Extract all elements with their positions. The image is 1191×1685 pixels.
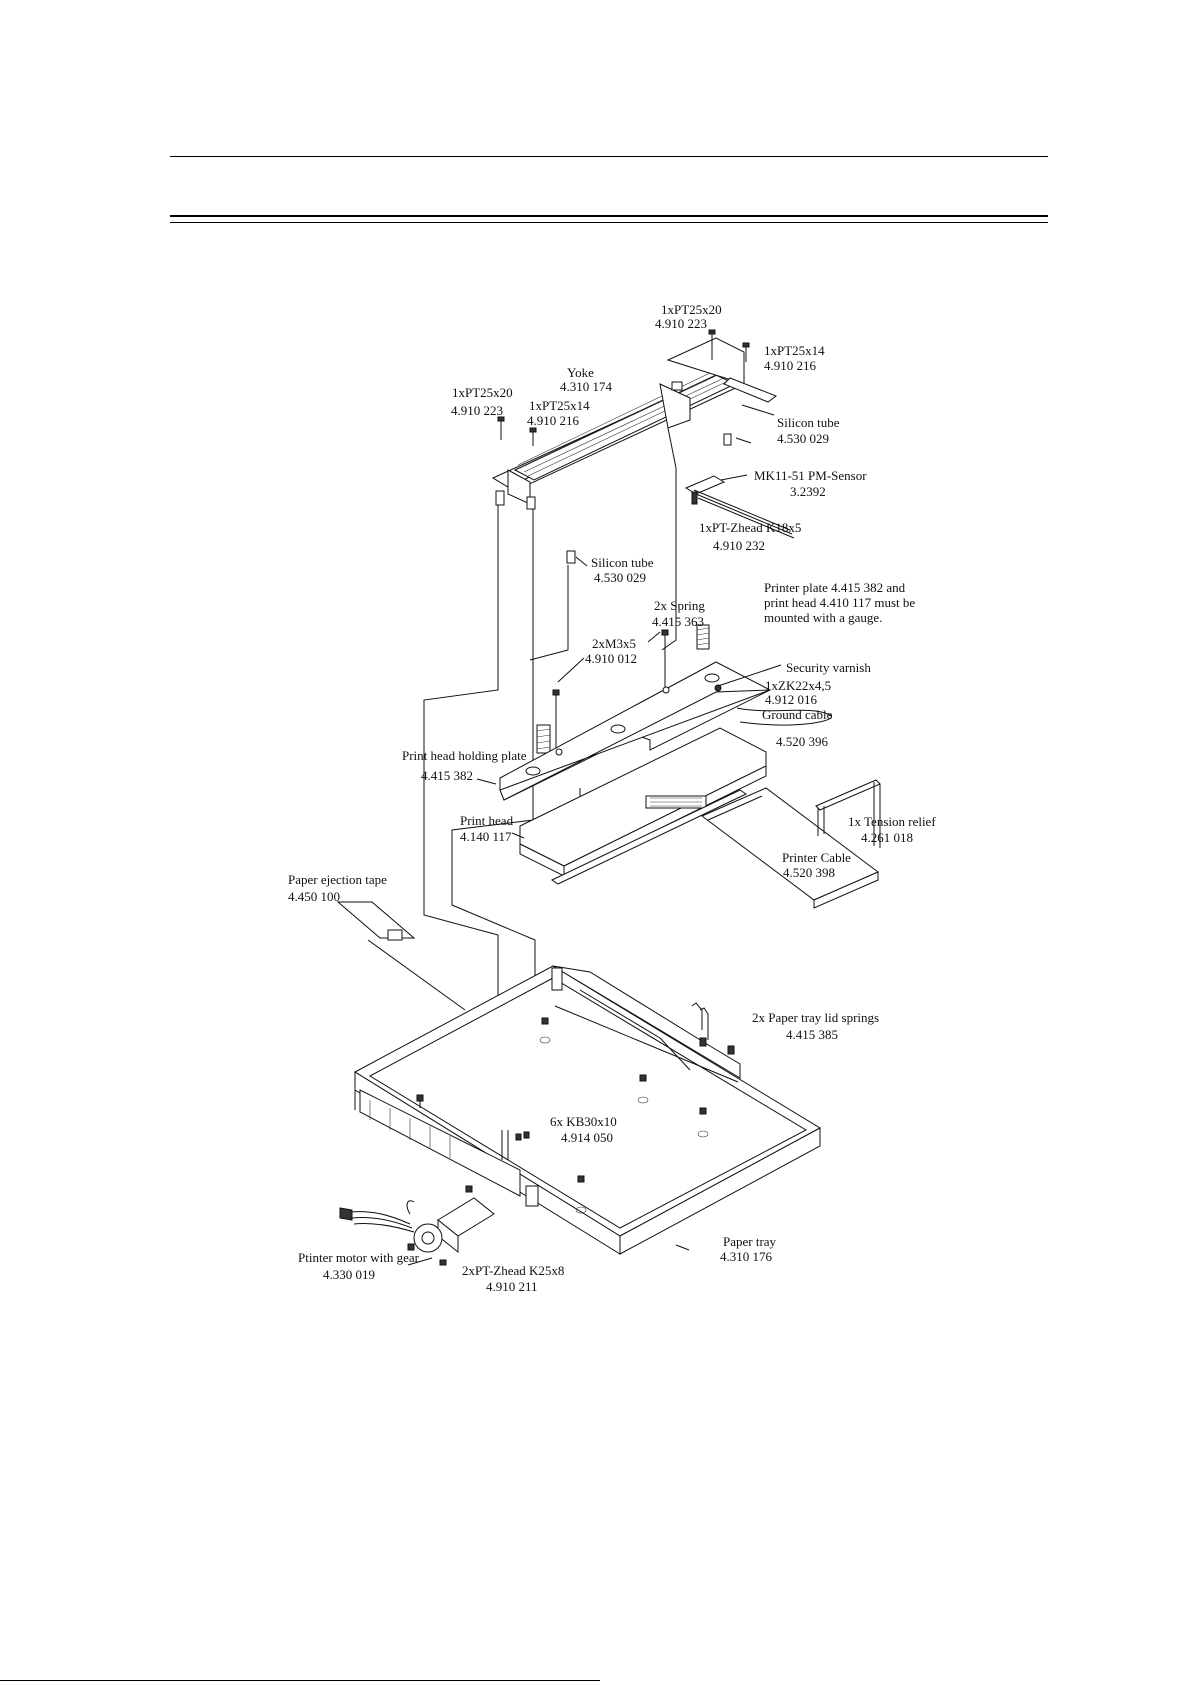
screw-pt25x20-top [708,329,716,360]
screw-pt25x14-left [529,427,537,446]
label-motor-number: 4.330 019 [323,1267,375,1282]
label-ejection-tape-number: 4.450 100 [288,889,340,904]
label-printer-cable-number: 4.520 398 [783,865,835,880]
print-head-holding-plate [499,661,772,810]
note-line-3: mounted with a gauge. [764,610,882,625]
spring-right [696,624,710,650]
label-kb30-code: 6x KB30x10 [550,1114,617,1129]
screw-m3x5-a [661,629,669,690]
label-yoke-number: 4.310 174 [560,379,613,394]
label-zhead-k18-number: 4.910 232 [713,538,765,553]
screw-pt25x14-top [742,342,750,362]
label-security-varnish: Security varnish [786,660,871,675]
label-m3x5-number: 4.910 012 [585,651,637,666]
label-ground-cable-number: 4.520 396 [776,734,829,749]
label-pt25x14-left-number: 4.910 216 [527,413,580,428]
label-lid-springs-name: 2x Paper tray lid springs [752,1010,879,1025]
screw-pt25x20-left [497,416,505,440]
print-head [519,727,767,885]
label-silicon-tube-top-number: 4.530 029 [777,431,829,446]
printer-cable [701,787,879,909]
ground-cable [736,707,833,726]
header-rule-double-b [170,222,1048,223]
label-pt25x20-left-code: 1xPT25x20 [452,385,513,400]
label-lid-springs-number: 4.415 385 [786,1027,838,1042]
label-pt25x20-top-code: 1xPT25x20 [661,302,722,317]
label-tension-relief-number: 4.261 018 [861,830,913,845]
footer-rule [0,1680,600,1681]
header-rule-top [170,156,1048,157]
label-paper-tray-name: Paper tray [723,1234,777,1249]
label-holding-plate-name: Print head holding plate [402,748,527,763]
label-tension-relief-code: 1x Tension relief [848,814,936,829]
label-m3x5-code: 2xM3x5 [592,636,636,651]
label-ejection-tape-name: Paper ejection tape [288,872,387,887]
label-print-head-name: Print head [460,813,514,828]
label-silicon-tube-mid-number: 4.530 029 [594,570,646,585]
label-motor-name: Ptinter motor with gear [298,1250,420,1265]
label-yoke-name: Yoke [567,365,594,380]
label-silicon-tube-mid-name: Silicon tube [591,555,654,570]
tension-relief [815,779,881,848]
label-paper-tray-number: 4.310 176 [720,1249,773,1264]
label-pt25x14-top-number: 4.910 216 [764,358,817,373]
tray-screws [416,1017,709,1214]
screw-m3x5-b [552,689,560,750]
label-spring-name: 2x Spring [654,598,705,613]
note-line-1: Printer plate 4.415 382 and [764,580,906,595]
label-pt25x20-left-number: 4.910 223 [451,403,503,418]
spring-left [536,724,551,754]
header-rule-double-a [170,215,1048,217]
silicon-tube-mid [566,550,576,564]
label-printer-cable-name: Printer Cable [782,850,851,865]
label-zhead-k18-code: 1xPT-Zhead K18x5 [699,520,801,535]
label-leaders [407,404,782,1266]
paper-tray [353,965,822,1255]
label-pm-sensor-name: MK11-51 PM-Sensor [754,468,867,483]
printer-motor [339,1185,495,1266]
label-pt25x14-top-code: 1xPT25x14 [764,343,825,358]
pm-sensor [684,475,795,539]
silicon-tube-left2 [526,496,536,510]
label-pm-sensor-number: 3.2392 [790,484,826,499]
label-print-head-number: 4.140 117 [460,829,512,844]
label-silicon-tube-top-name: Silicon tube [777,415,840,430]
label-kb30-number: 4.914 050 [561,1130,613,1145]
label-holding-plate-number: 4.415 382 [421,768,473,783]
label-zk22-number: 4.912 016 [765,692,818,707]
label-zhead-k25-code: 2xPT-Zhead K25x8 [462,1263,564,1278]
paper-tray-lid-springs [691,1002,735,1055]
silicon-tube-left [495,490,505,506]
label-spring-number: 4.415 363 [652,614,704,629]
note-line-2: print head 4.410 117 must be [764,595,915,610]
label-zk22-code: 1xZK22x4,5 [765,678,831,693]
label-pt25x20-top-number: 4.910 223 [655,316,707,331]
silicon-tube-right [723,433,732,446]
label-zhead-k25-number: 4.910 211 [486,1279,538,1294]
yoke-part [491,337,778,505]
label-pt25x14-left-code: 1xPT25x14 [529,398,590,413]
label-ground-cable-name: Ground cable [762,707,833,722]
